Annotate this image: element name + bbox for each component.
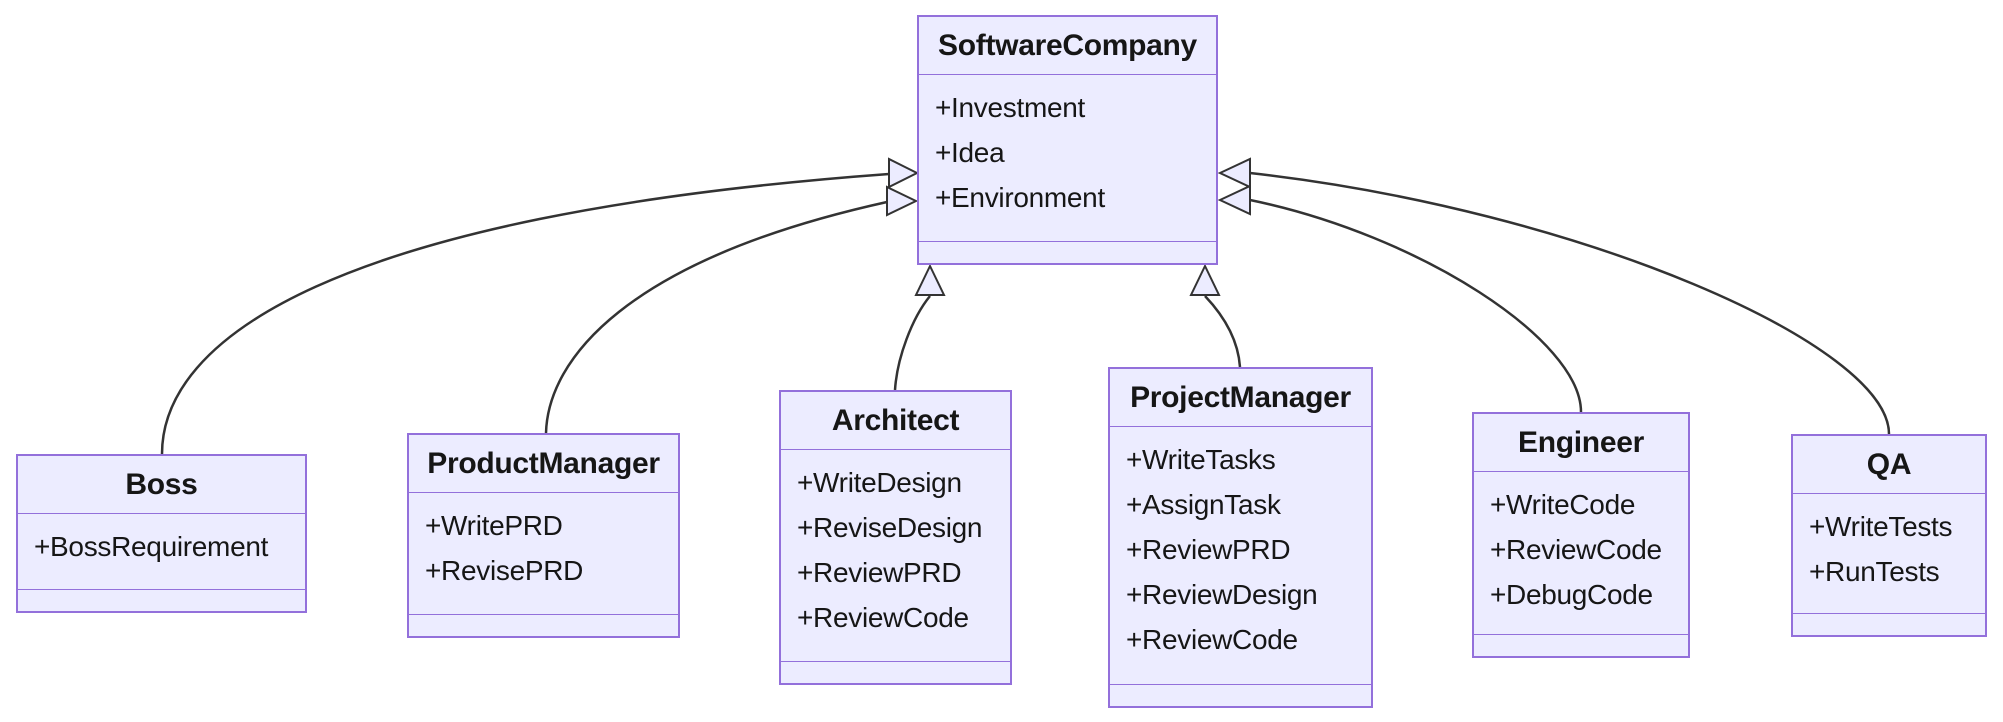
class-methods-empty (1793, 614, 1985, 635)
class-attributes: +WriteDesign +ReviseDesign +ReviewPRD +R… (781, 450, 1010, 662)
class-methods-empty (1110, 685, 1371, 706)
class-attribute: +AssignTask (1126, 489, 1281, 520)
class-attribute: +Environment (935, 182, 1105, 213)
class-title: ProjectManager (1110, 369, 1371, 427)
class-methods-empty (919, 242, 1216, 263)
inheritance-arrowhead-boss (888, 157, 920, 189)
inheritance-arrowhead-qa (1217, 157, 1251, 189)
inheritance-edge-boss (160, 172, 890, 455)
class-attribute: +WriteCode (1490, 489, 1636, 520)
class-attribute: +ReviewCode (797, 602, 969, 633)
class-attribute: +ReviewDesign (1126, 579, 1318, 610)
class-attributes: +WritePRD +RevisePRD (409, 493, 678, 615)
class-title: SoftwareCompany (919, 17, 1216, 75)
class-attribute: +ReviewPRD (1126, 534, 1291, 565)
class-title: Architect (781, 392, 1010, 450)
class-attribute: +WriteTasks (1126, 444, 1276, 475)
inheritance-edge-qa (1249, 171, 1891, 435)
class-attribute: +WriteDesign (797, 467, 962, 498)
class-title: Engineer (1474, 414, 1688, 472)
inheritance-arrowhead-product-manager (886, 185, 919, 217)
class-attribute: +RevisePRD (425, 555, 584, 586)
class-methods-empty (1474, 635, 1688, 656)
class-qa: QA +WriteTests +RunTests (1791, 434, 1987, 637)
class-attribute: +ReviewCode (1490, 534, 1662, 565)
class-architect: Architect +WriteDesign +ReviseDesign +Re… (779, 390, 1012, 685)
class-title: Boss (18, 456, 305, 514)
class-attribute: +RunTests (1809, 556, 1940, 587)
class-methods-empty (409, 615, 678, 636)
class-attributes: +BossRequirement (18, 514, 305, 590)
inheritance-edge-engineer (1249, 198, 1583, 413)
inheritance-edge-project-manager (1204, 295, 1242, 368)
class-attributes: +WriteTasks +AssignTask +ReviewPRD +Revi… (1110, 427, 1371, 685)
class-attribute: +ReviewPRD (797, 557, 962, 588)
class-attributes: +WriteTests +RunTests (1793, 494, 1985, 614)
class-software-company: SoftwareCompany +Investment +Idea +Envir… (917, 15, 1218, 265)
class-attribute: +Idea (935, 137, 1005, 168)
class-project-manager: ProjectManager +WriteTasks +AssignTask +… (1108, 367, 1373, 708)
inheritance-arrowhead-project-manager (1189, 263, 1221, 296)
class-methods-empty (781, 662, 1010, 683)
inheritance-edge-architect (893, 295, 931, 391)
inheritance-arrowhead-architect (914, 263, 946, 296)
inheritance-edge-product-manager (544, 200, 888, 434)
class-attributes: +Investment +Idea +Environment (919, 75, 1216, 242)
class-attribute: +Investment (935, 92, 1086, 123)
class-attribute: +WriteTests (1809, 511, 1953, 542)
class-attribute: +WritePRD (425, 510, 563, 541)
inheritance-arrowhead-engineer (1217, 184, 1251, 216)
class-attribute: +ReviseDesign (797, 512, 983, 543)
class-attribute: +BossRequirement (34, 531, 269, 562)
class-boss: Boss +BossRequirement (16, 454, 307, 613)
class-attribute: +ReviewCode (1126, 624, 1298, 655)
class-attributes: +WriteCode +ReviewCode +DebugCode (1474, 472, 1688, 635)
class-engineer: Engineer +WriteCode +ReviewCode +DebugCo… (1472, 412, 1690, 658)
class-title: QA (1793, 436, 1985, 494)
class-product-manager: ProductManager +WritePRD +RevisePRD (407, 433, 680, 638)
class-methods-empty (18, 590, 305, 611)
class-title: ProductManager (409, 435, 678, 493)
class-attribute: +DebugCode (1490, 579, 1653, 610)
